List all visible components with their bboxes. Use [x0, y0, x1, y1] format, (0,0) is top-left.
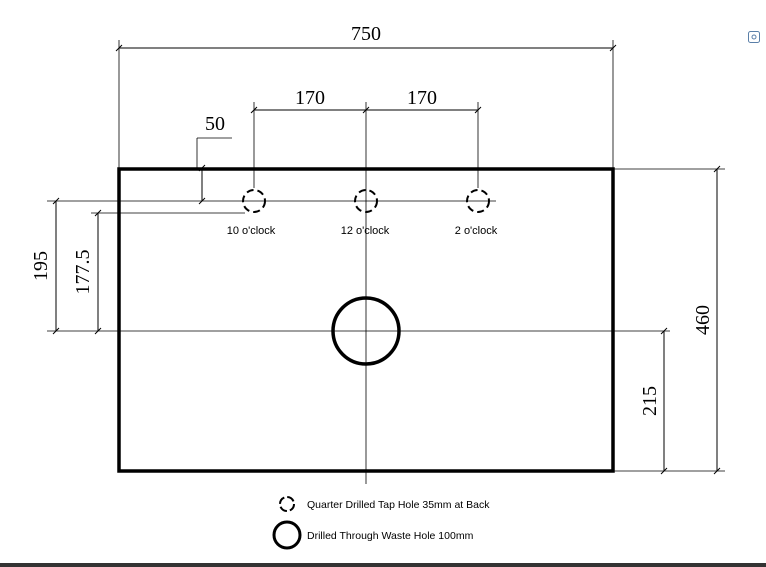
- dim-tap-spacing-left: 170: [295, 87, 325, 109]
- dim-tap-spacing-right: 170: [407, 87, 437, 109]
- legend-waste-hole-icon: [272, 520, 302, 550]
- legend: Quarter Drilled Tap Hole 35mm at Back Dr…: [272, 496, 490, 550]
- dim-overall-depth: 460: [692, 305, 714, 335]
- dim-tap-to-waste-inner: 177.5: [72, 250, 94, 295]
- legend-waste-hole-text: Drilled Through Waste Hole 100mm: [307, 530, 474, 542]
- dim-overall-width: 750: [351, 23, 381, 45]
- expand-icon[interactable]: [747, 30, 761, 44]
- tap-hole-12-oclock: [354, 189, 378, 213]
- tap-label-12-oclock: 12 o'clock: [341, 225, 390, 237]
- legend-tap-hole-text: Quarter Drilled Tap Hole 35mm at Back: [307, 499, 490, 511]
- tap-hole-2-oclock: [466, 189, 490, 213]
- tap-label-10-oclock: 10 o'clock: [227, 225, 276, 237]
- dimension-lines: [52, 44, 721, 475]
- tap-holes: [242, 189, 490, 213]
- tap-label-2-oclock: 2 o'clock: [455, 225, 498, 237]
- basin-outline: [117, 167, 615, 473]
- dim-waste-to-front: 215: [639, 386, 661, 416]
- extension-lines: [47, 40, 725, 484]
- legend-tap-hole-icon: [279, 496, 295, 512]
- bottom-bar: [0, 563, 766, 567]
- waste-hole: [331, 296, 401, 366]
- tap-hole-10-oclock: [242, 189, 266, 213]
- dim-tap-offset: 50: [205, 113, 225, 135]
- dim-tap-to-waste-outer: 195: [30, 251, 52, 281]
